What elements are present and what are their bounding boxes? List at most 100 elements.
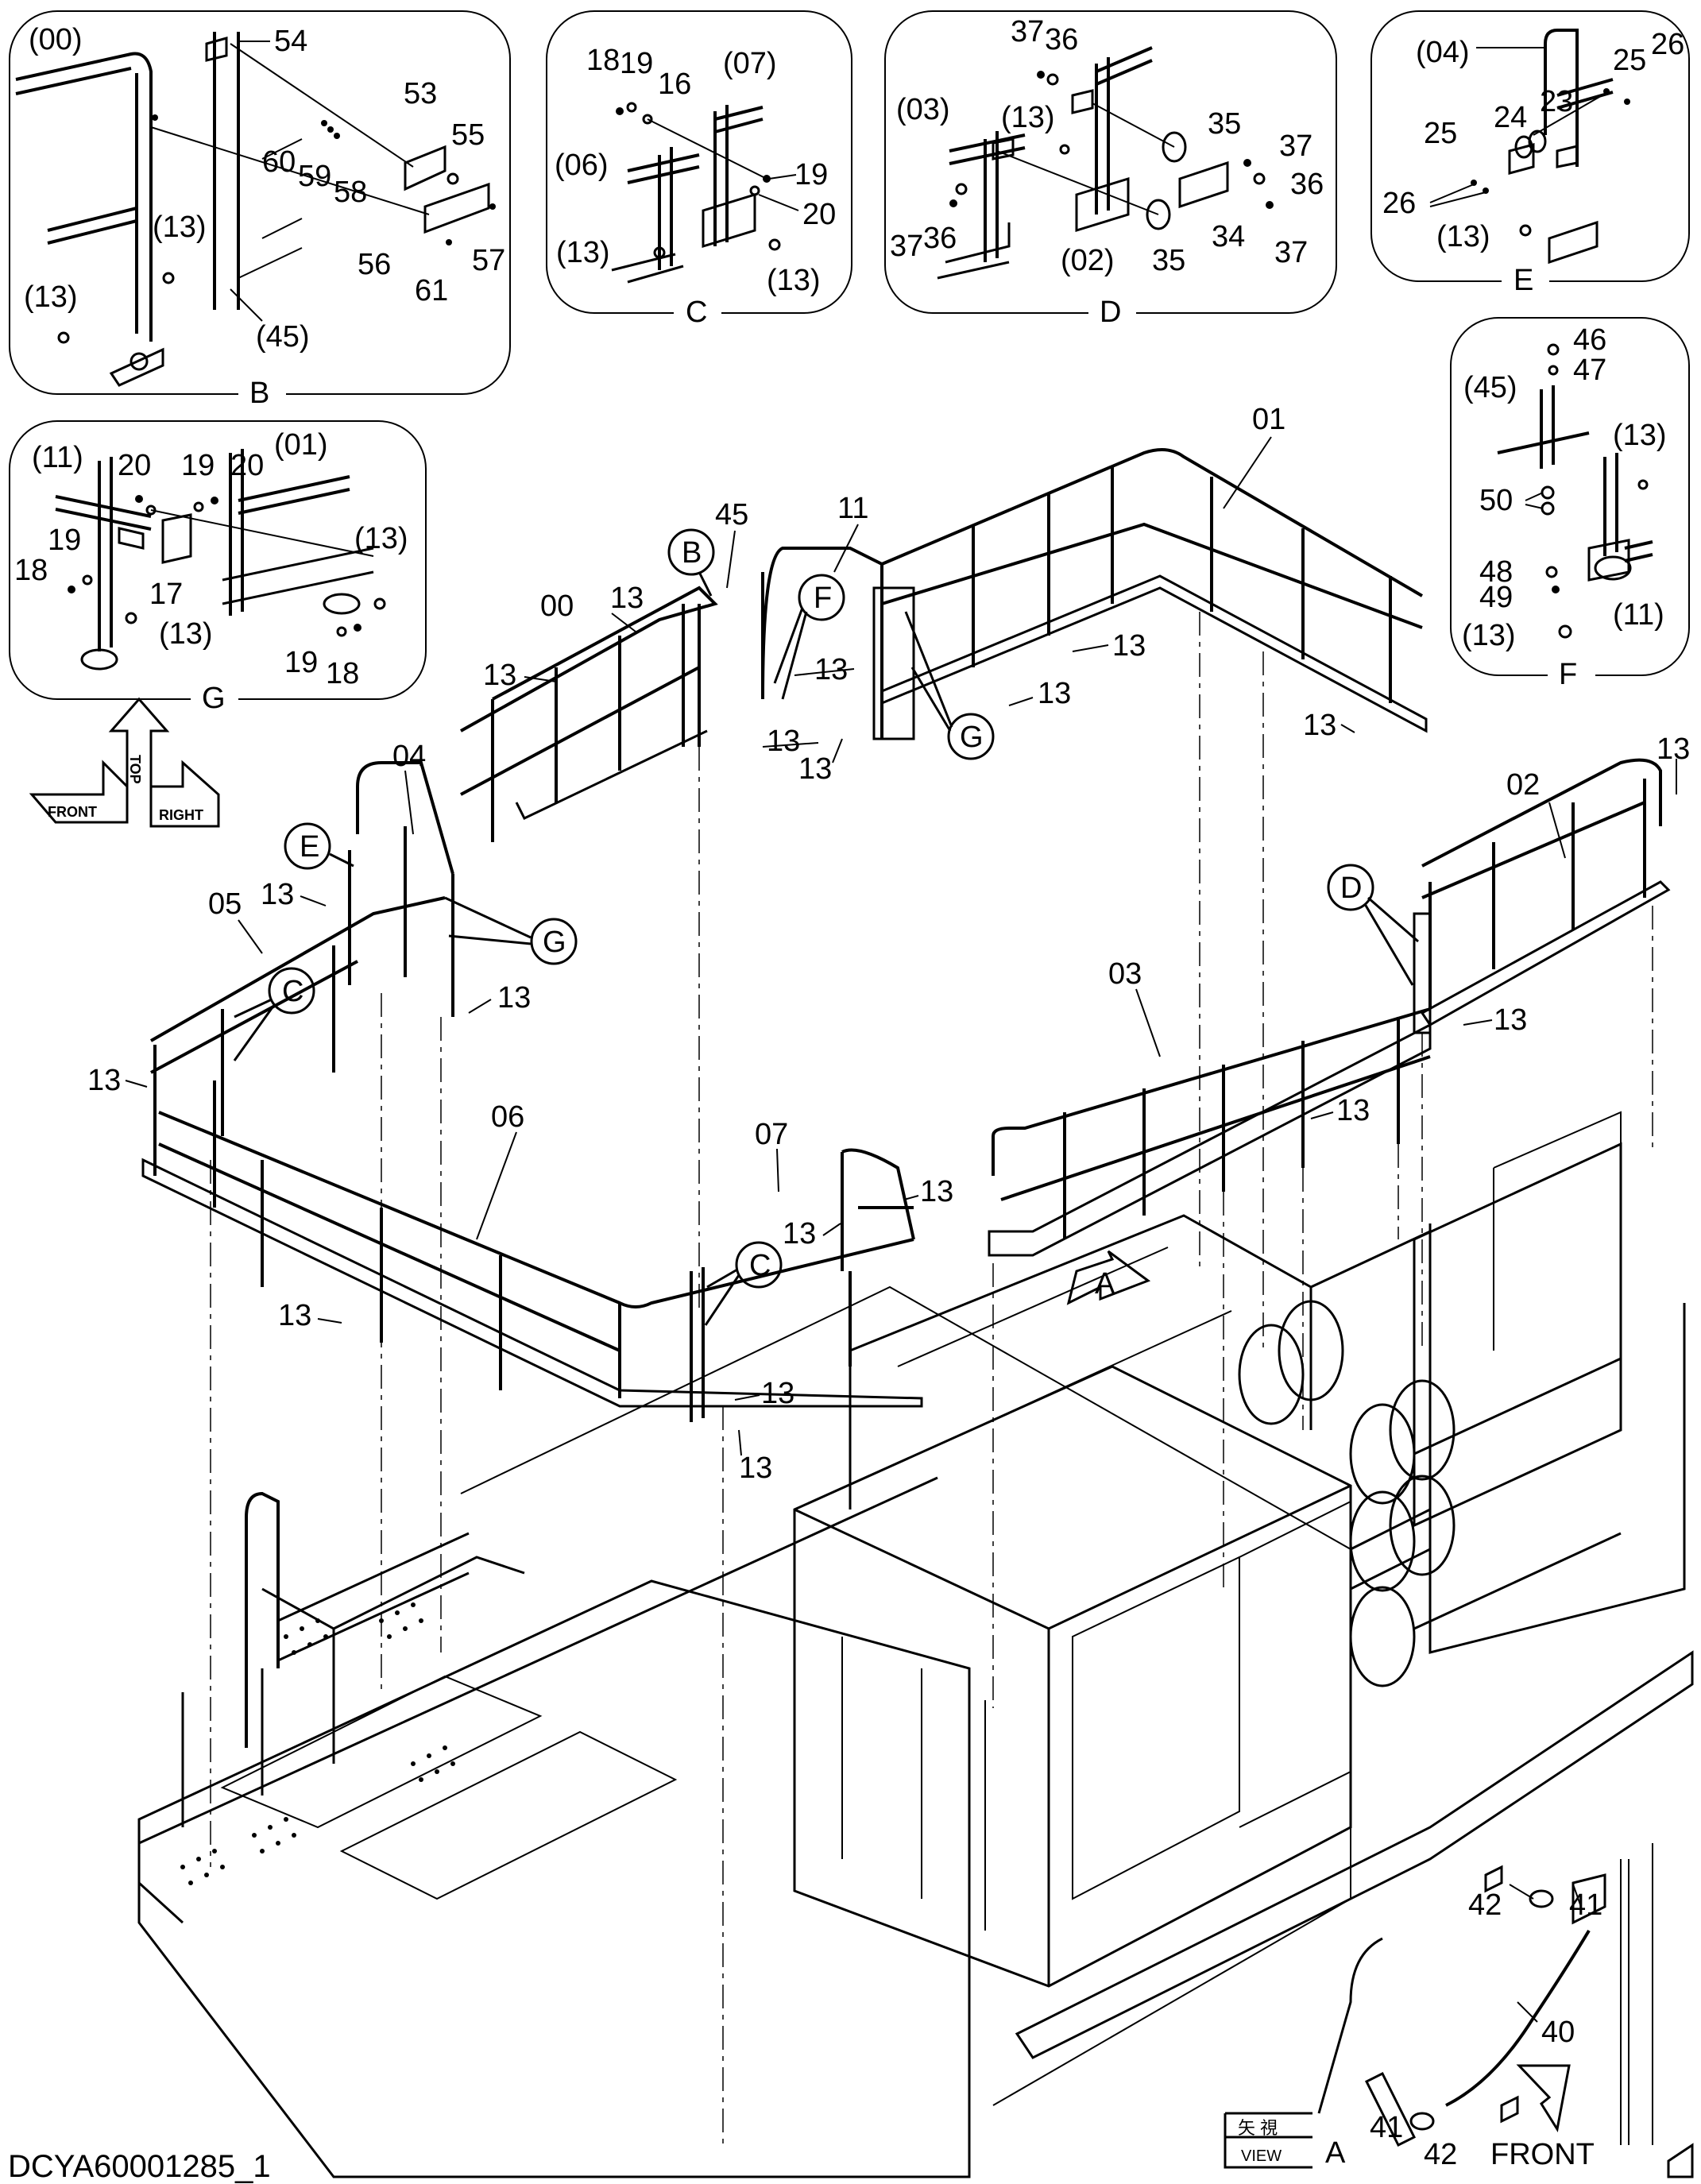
- label-b-53: 53: [404, 77, 437, 110]
- label-42-a: 42: [1468, 1888, 1502, 1922]
- label-13-j: 13: [261, 878, 294, 911]
- label-d-13: (13): [1001, 101, 1055, 134]
- callout-f: F: [814, 582, 832, 615]
- label-g-19b: 19: [48, 524, 81, 557]
- label-13-r: 13: [761, 1377, 794, 1410]
- label-g-13a: (13): [354, 522, 408, 555]
- label-d-36: 36: [1045, 23, 1078, 56]
- inset-c: C 18 19 16 (07) (06) 19 20 (13) (13): [546, 10, 852, 329]
- label-c-19b: 19: [794, 158, 828, 191]
- label-b-61: 61: [415, 274, 448, 307]
- label-04: 04: [392, 740, 426, 773]
- label-c-13b: (13): [767, 264, 821, 297]
- inset-b: B (00) 54 53 55 60 59 58 56 57 61 (13) (…: [9, 10, 511, 410]
- label-06: 06: [491, 1100, 524, 1134]
- label-e-25b: 25: [1424, 117, 1457, 150]
- label-e-26: 26: [1651, 28, 1684, 61]
- inset-f: F 46 47 (45) (13) 50 48 49 (13) (11): [1450, 317, 1690, 691]
- label-d-35b: 35: [1152, 244, 1185, 277]
- label-d-03: (03): [896, 93, 950, 126]
- label-c-06: (06): [555, 149, 609, 182]
- label-42-b: 42: [1424, 2138, 1457, 2171]
- label-13-o: 13: [920, 1175, 953, 1208]
- label-13-f: 13: [1038, 677, 1071, 710]
- callout-e: E: [300, 830, 319, 864]
- label-13-l: 13: [87, 1064, 121, 1097]
- label-00: 00: [540, 589, 574, 623]
- label-13-e: 13: [798, 752, 832, 786]
- label-g-20b: 20: [230, 449, 264, 482]
- label-b-45: (45): [256, 320, 310, 354]
- front-arrow: FRONT: [1490, 2064, 1595, 2171]
- label-g-13b: (13): [159, 617, 213, 651]
- callout-b: B: [682, 536, 702, 570]
- label-g-11: (11): [32, 441, 83, 474]
- inset-c-title: C: [686, 296, 707, 329]
- label-41-b: 41: [1370, 2111, 1403, 2144]
- label-13-a: 13: [483, 659, 516, 692]
- label-e-24: 24: [1494, 101, 1527, 134]
- inset-g-title: G: [202, 682, 226, 715]
- label-d-37b: 37: [1279, 129, 1312, 163]
- inset-e: E (04) 25 26 25 24 23 26 (13): [1370, 10, 1690, 297]
- label-f-13b: (13): [1462, 619, 1516, 652]
- label-g-17: 17: [149, 578, 183, 611]
- view-arrow-letter: A: [1095, 1267, 1115, 1301]
- label-c-20: 20: [802, 198, 836, 231]
- label-f-50: 50: [1479, 484, 1513, 517]
- label-c-16: 16: [658, 68, 691, 101]
- inset-f-title: F: [1559, 658, 1577, 691]
- label-13-i: 13: [1657, 733, 1690, 766]
- view-arrow-a: A: [1066, 1250, 1151, 1305]
- orientation-right: RIGHT: [159, 807, 203, 823]
- label-13-h: 13: [1303, 709, 1336, 742]
- label-g-01: (01): [274, 428, 328, 462]
- inset-e-title: E: [1514, 264, 1533, 297]
- callout-d: D: [1340, 872, 1362, 905]
- label-g-18b: 18: [326, 657, 359, 690]
- label-13-d: 13: [767, 725, 800, 758]
- label-01: 01: [1252, 403, 1285, 436]
- label-13-n: 13: [1336, 1094, 1370, 1127]
- label-d-36c: 36: [923, 222, 957, 255]
- label-d-34: 34: [1212, 220, 1245, 253]
- callout-g-b: G: [543, 926, 566, 959]
- main-labels: 00 01 02 03 04 05 06 07 11 45 13 13 13 1…: [87, 403, 1690, 2171]
- label-e-04: (04): [1416, 36, 1470, 69]
- label-b-58: 58: [334, 176, 367, 209]
- label-c-13a: (13): [556, 236, 610, 269]
- callout-c-b: C: [749, 1249, 771, 1282]
- label-b-56: 56: [358, 248, 391, 281]
- label-13-k: 13: [497, 981, 531, 1015]
- label-45: 45: [715, 498, 748, 532]
- label-13-g: 13: [1112, 629, 1146, 663]
- label-f-45: (45): [1463, 371, 1517, 404]
- label-41-a: 41: [1569, 1888, 1602, 1922]
- label-g-18: 18: [14, 554, 48, 587]
- orientation-top: TOP: [127, 755, 143, 784]
- label-c-07: (07): [723, 47, 777, 80]
- label-13-q: 13: [278, 1299, 311, 1332]
- label-b-13a: (13): [153, 211, 207, 244]
- label-b-00: (00): [29, 23, 83, 56]
- label-e-25: 25: [1613, 44, 1646, 77]
- label-b-59: 59: [298, 160, 331, 193]
- inset-g: G (11) 20 19 20 (01) 19 18 17 (13) (13) …: [9, 420, 427, 715]
- drawing-code: DCYA60001285_1: [8, 2149, 271, 2184]
- label-d-37c: 37: [890, 230, 923, 263]
- inset-d: D 37 36 (03) (13) 35 37 36 37 36 (02) 35…: [884, 10, 1337, 329]
- label-b-13b: (13): [24, 280, 78, 314]
- view-box-jp: 矢 視: [1238, 2118, 1278, 2138]
- label-f-47: 47: [1573, 354, 1606, 387]
- label-13-m: 13: [1494, 1003, 1527, 1037]
- view-box-en: VIEW: [1241, 2147, 1282, 2165]
- inset-b-title: B: [249, 377, 269, 410]
- label-13-s: 13: [739, 1451, 772, 1485]
- label-e-26b: 26: [1382, 187, 1416, 220]
- label-f-49: 49: [1479, 581, 1513, 614]
- base-platform: [137, 1111, 1694, 2178]
- railing-assembly: [141, 448, 1671, 1422]
- label-f-11: (11): [1613, 598, 1664, 632]
- orientation-front: FRONT: [48, 804, 97, 820]
